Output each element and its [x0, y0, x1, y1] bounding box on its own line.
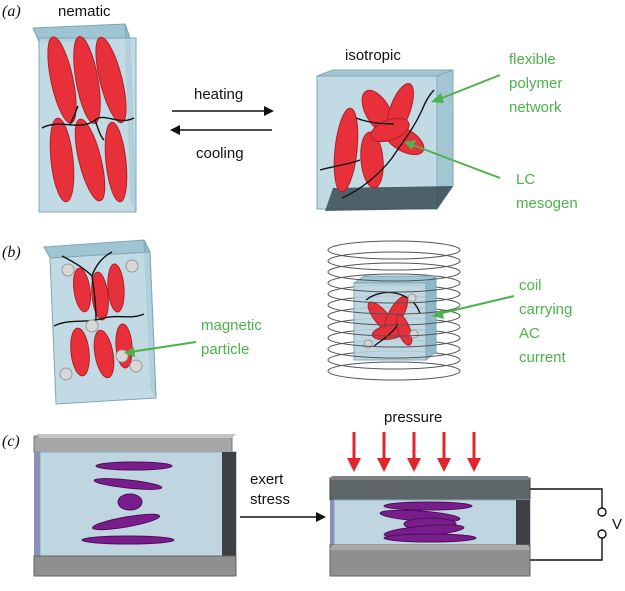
cooling-arrow — [170, 125, 272, 135]
voltage-label: V — [612, 516, 622, 533]
magnetic-particle-annotation: magnetic particle — [124, 317, 262, 358]
coil-line-4: current — [519, 349, 567, 366]
coil-ring-front — [327, 370, 461, 381]
magnetic-line-2: particle — [201, 341, 249, 358]
flexible-line-1: flexible — [509, 51, 556, 68]
isotropic-box — [316, 69, 454, 211]
lc-line-1: LC — [516, 171, 535, 188]
unstressed-discs — [81, 461, 175, 545]
stressed-discs — [379, 501, 477, 543]
coil-ring-front — [327, 260, 461, 271]
pressure-arrow — [467, 432, 481, 472]
exert-stress-arrow — [240, 512, 326, 522]
coil-ring-front — [327, 337, 461, 348]
lc-line-2: mesogen — [516, 195, 578, 212]
pressure-arrow — [437, 432, 451, 472]
magnetic-particles — [59, 259, 143, 381]
coil-ring-front — [327, 315, 461, 326]
coil-line-1: coil — [519, 277, 542, 294]
pressure-arrow — [377, 432, 391, 472]
magnetic-box — [43, 239, 157, 405]
coil-ring-back — [327, 262, 461, 273]
panel-label-c: (c) — [2, 433, 20, 450]
nematic-polymer-network — [41, 105, 135, 141]
coil-line-3: AC — [519, 325, 540, 342]
coil-ring-back — [327, 251, 461, 262]
coil-ring-back — [327, 273, 461, 284]
magnetic-polymer-network — [53, 251, 145, 327]
panel-label-a: (a) — [2, 3, 21, 20]
coil — [327, 240, 461, 381]
heating-arrow — [172, 106, 274, 116]
pressure-label: pressure — [384, 409, 442, 426]
coil-ring-front — [327, 304, 461, 315]
exert-line-1: exert — [250, 471, 284, 488]
isotropic-mesogens — [333, 82, 425, 193]
unstressed-cell — [33, 434, 237, 577]
coil-ring-front — [327, 282, 461, 293]
cooling-label: cooling — [196, 145, 244, 162]
heating-label: heating — [194, 86, 243, 103]
nematic-box — [32, 23, 137, 213]
flexible-line-3: network — [509, 99, 562, 116]
terminal-top — [597, 507, 607, 517]
voltage-circuit — [530, 488, 607, 561]
panel-label-b: (b) — [2, 244, 21, 261]
lc-mesogen-annotation: LC mesogen — [404, 140, 578, 212]
flexible-annotation: flexible polymer network — [431, 51, 562, 116]
coil-ring-back — [327, 361, 461, 372]
coil-ring-front — [327, 348, 461, 359]
isotropic-polymer-network — [319, 89, 435, 199]
exert-line-2: stress — [250, 491, 290, 508]
flexible-line-2: polymer — [509, 75, 562, 92]
isotropic-label: isotropic — [345, 47, 401, 64]
magnetic-line-1: magnetic — [201, 317, 262, 334]
coil-ring-front — [327, 326, 461, 337]
coil-annotation: coil carrying AC current — [432, 277, 572, 366]
coil-ring-back — [327, 240, 461, 251]
pressure-arrow — [347, 432, 361, 472]
pressure-arrow — [407, 432, 421, 472]
coil-ring-front — [327, 271, 461, 282]
coil-line-2: carrying — [519, 301, 572, 318]
coil-ring-front — [327, 359, 461, 370]
coil-ring-front — [327, 293, 461, 304]
stressed-cell — [329, 476, 531, 577]
pressure-arrows — [347, 432, 481, 472]
terminal-bottom — [597, 529, 607, 539]
coil-ring-front — [327, 249, 461, 260]
nematic-label: nematic — [58, 3, 111, 20]
